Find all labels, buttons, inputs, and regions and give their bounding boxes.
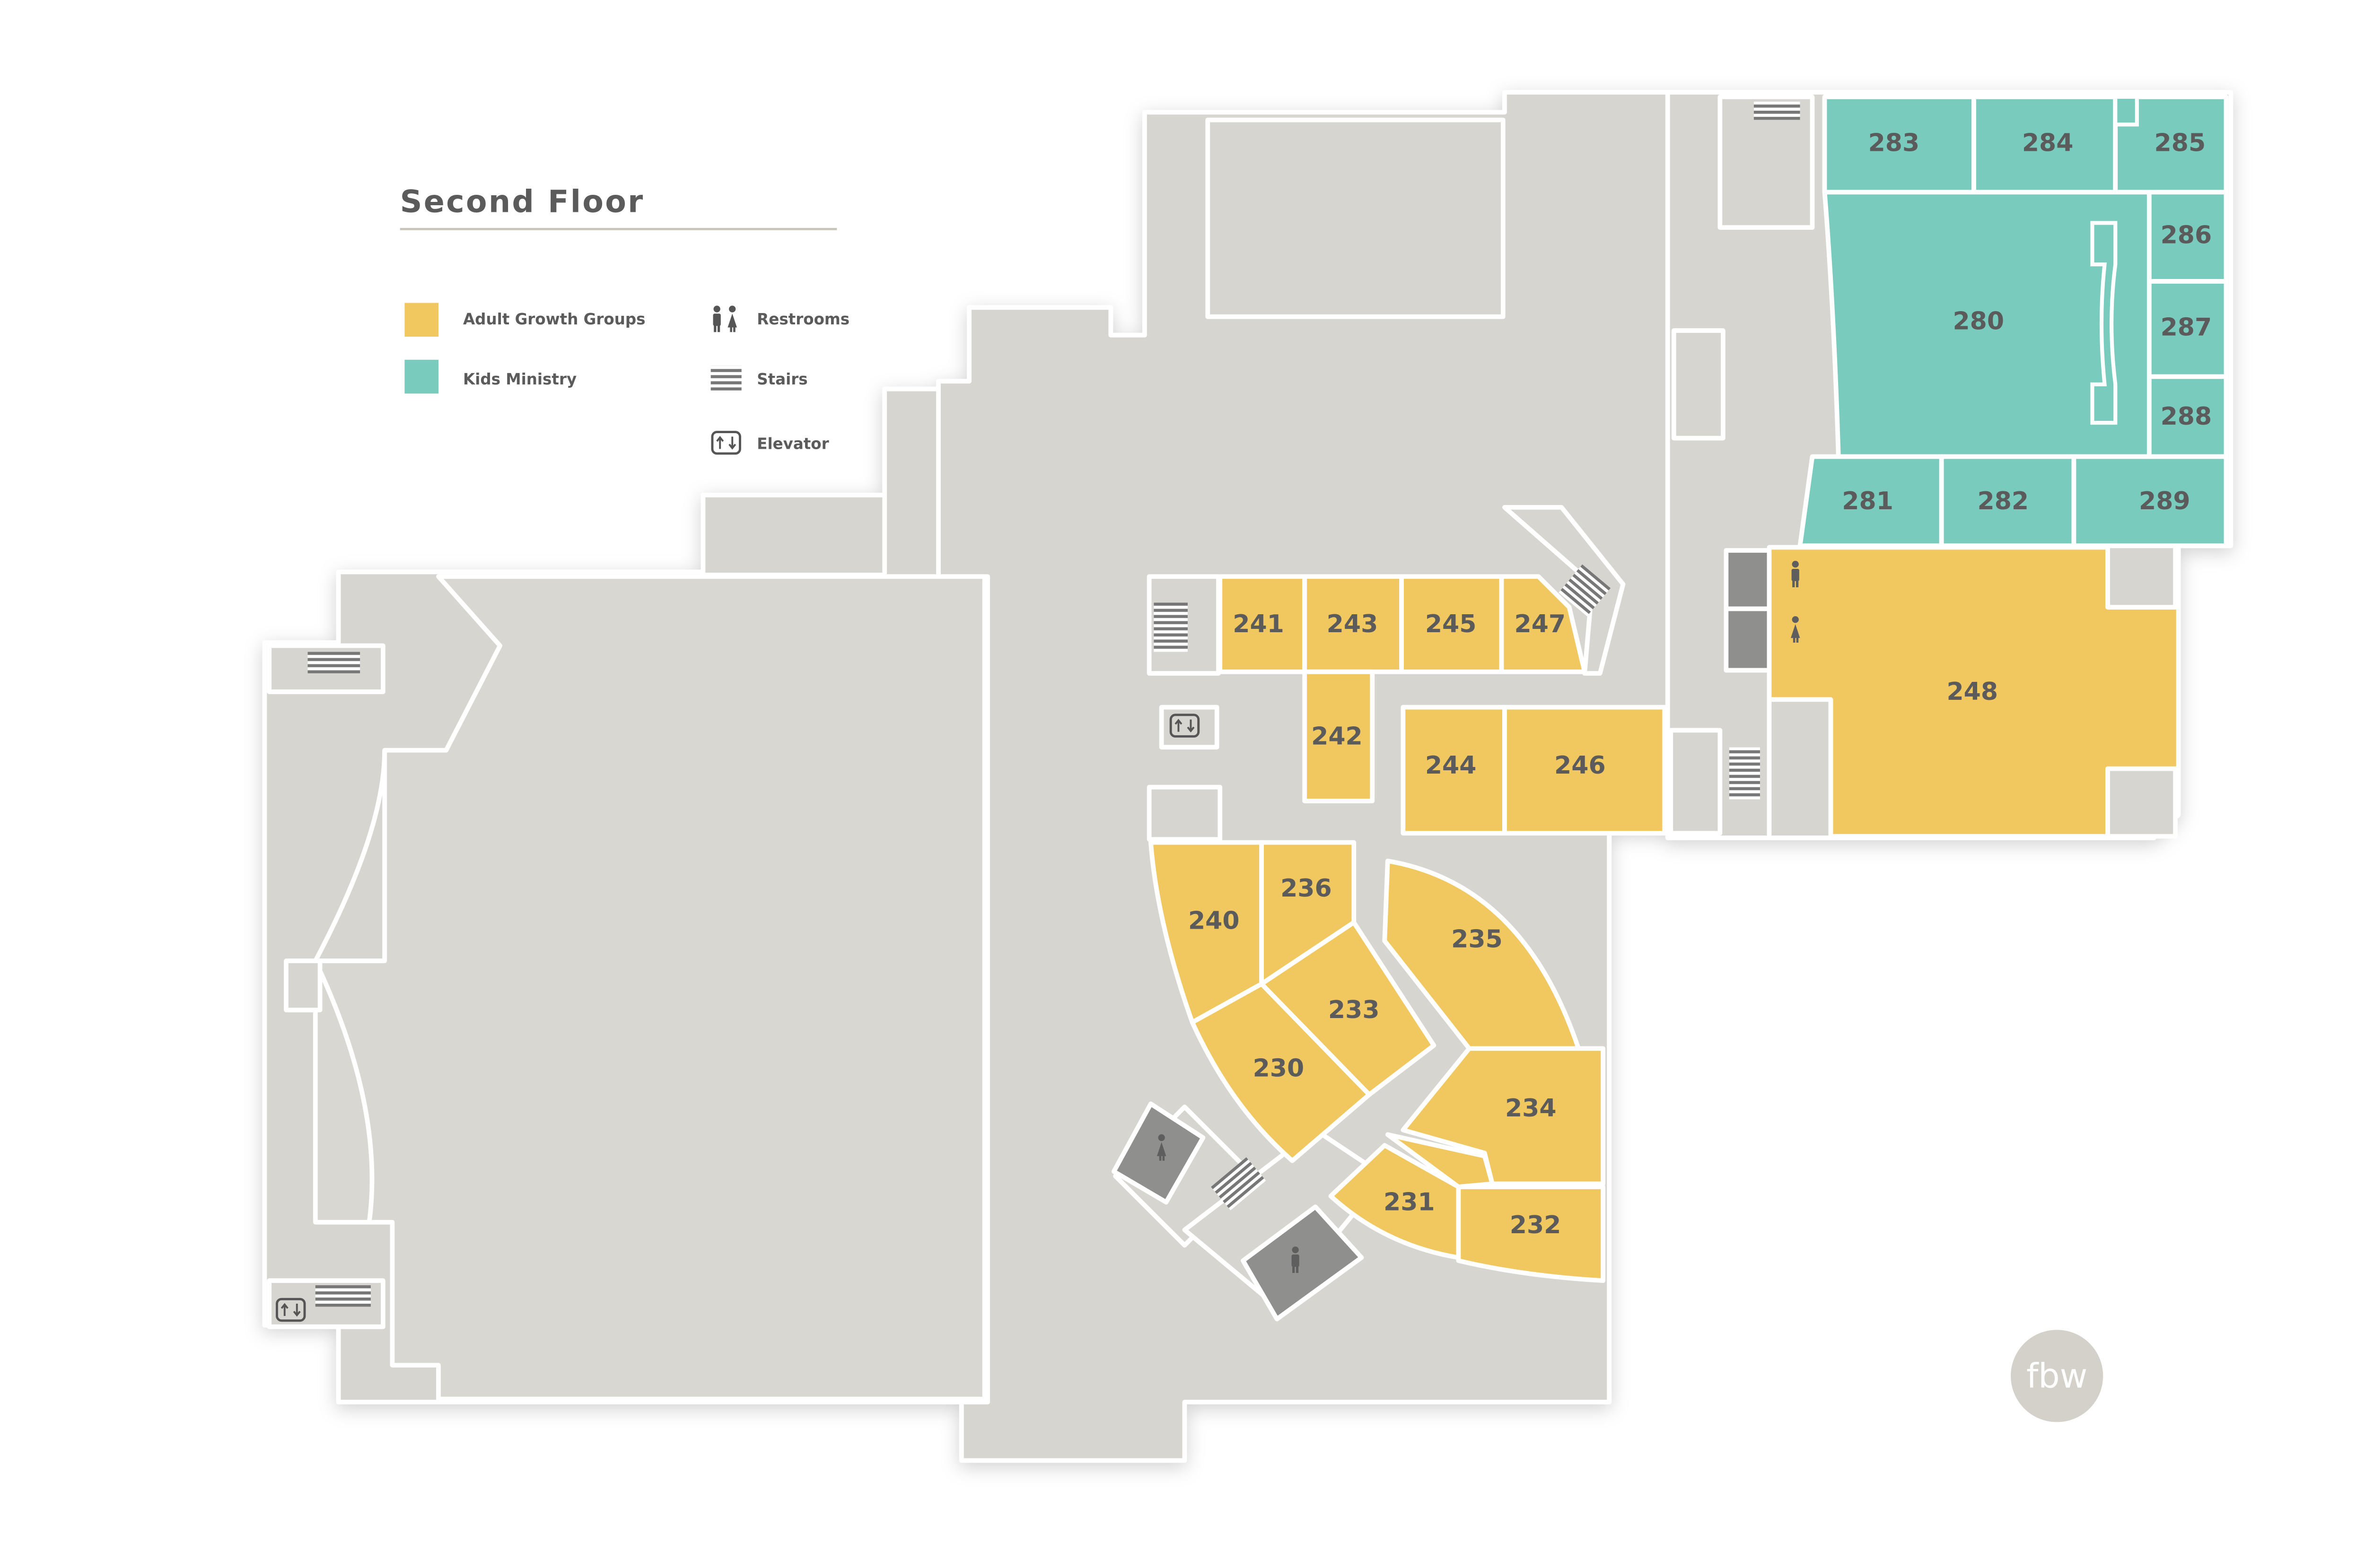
- room-288-label: 288: [2161, 402, 2212, 431]
- room-248[interactable]: [1767, 545, 2181, 839]
- adult-rooms: [1148, 545, 2181, 1283]
- legend-elevator-label: Elevator: [757, 435, 829, 453]
- legend-kids-label: Kids Ministry: [463, 370, 577, 388]
- legend-kids-swatch: [404, 359, 438, 394]
- restroom-people-icon: [713, 305, 737, 332]
- room-287[interactable]: [2146, 279, 2229, 379]
- legend-panel: Second Floor Adult Growth Groups Kids Mi…: [400, 184, 850, 455]
- room-287-label: 287: [2161, 314, 2212, 342]
- room-248-label: 248: [1946, 678, 1998, 706]
- room-235-label: 235: [1451, 925, 1503, 954]
- legend-adult-label: Adult Growth Groups: [463, 310, 645, 328]
- restroom-people-icon: [1790, 616, 1800, 643]
- room-234-annex[interactable]: [1385, 1132, 1495, 1189]
- stairs-icon: [1154, 602, 1188, 652]
- logo-text: fbw: [2026, 1356, 2087, 1395]
- restroom-icons: [1156, 561, 1800, 1273]
- stage-curve-2: [313, 750, 387, 962]
- restroom-people-icon: [1156, 1134, 1166, 1161]
- elevator-icon: [1169, 714, 1200, 738]
- room-230-label: 230: [1253, 1054, 1305, 1083]
- room-241[interactable]: [1218, 574, 1307, 674]
- room-245-label: 245: [1425, 610, 1477, 638]
- restroom-people-icon: [1291, 1246, 1299, 1273]
- stairs-icon: [710, 366, 742, 391]
- stairs-icon: [1559, 564, 1611, 617]
- east-closet: [1671, 328, 1726, 441]
- room-285-label: 285: [2155, 129, 2206, 157]
- east-closet-2: [1668, 728, 1723, 836]
- stairs-icon: [1753, 101, 1800, 120]
- east-vestibule: [1767, 697, 1833, 840]
- room-242-label: 242: [1311, 722, 1363, 750]
- room-247[interactable]: [1499, 574, 1587, 674]
- east-storage-2: [2105, 766, 2178, 839]
- stage-platform: [2090, 221, 2118, 425]
- logo-circle: [2011, 1330, 2103, 1422]
- room-232[interactable]: [1456, 1185, 1606, 1283]
- room-289-label: 289: [2139, 487, 2190, 515]
- room-281-label: 281: [1842, 487, 1893, 515]
- room-244[interactable]: [1401, 705, 1507, 836]
- stairs-icon: [307, 652, 360, 674]
- stairs-icon: [1211, 1157, 1266, 1211]
- room-289[interactable]: [2071, 454, 2229, 549]
- room-234-label: 234: [1505, 1094, 1557, 1123]
- room-233-label: 233: [1328, 996, 1380, 1024]
- room-232-label: 232: [1510, 1211, 1561, 1239]
- north-annex: [701, 493, 890, 577]
- legend-restrooms-label: Restrooms: [757, 310, 850, 328]
- stage-curve: [313, 959, 375, 1223]
- room-235[interactable]: [1382, 858, 1581, 1051]
- legend-adult-swatch: [404, 303, 438, 337]
- restroom-south-2: [1241, 1204, 1364, 1322]
- room-284-label: 284: [2022, 129, 2074, 157]
- stairs-icon: [315, 1285, 371, 1307]
- stage-box: [284, 958, 323, 1012]
- room-282[interactable]: [1939, 454, 2076, 549]
- east-storage: [2105, 543, 2178, 610]
- legend-stairs-label: Stairs: [757, 370, 807, 388]
- south-core: [1111, 1101, 1387, 1322]
- room-244-label: 244: [1425, 751, 1477, 780]
- page-title: Second Floor: [400, 184, 645, 220]
- sanctuary-floor: [313, 574, 987, 1402]
- room-282-label: 282: [1978, 487, 2029, 515]
- room-246-label: 246: [1554, 751, 1606, 780]
- room-242[interactable]: [1302, 669, 1375, 803]
- upper-hall: [1205, 117, 1506, 319]
- room-labels: 241 243 245 247 242 244 246 248 240 236 …: [1188, 129, 2212, 1239]
- central-core: [1147, 505, 1626, 842]
- room-280[interactable]: [1822, 190, 2152, 459]
- room-280-label: 280: [1953, 307, 2004, 336]
- restroom-people-icon: [1791, 561, 1799, 587]
- room-240-label: 240: [1188, 906, 1240, 935]
- fbw-logo: fbw: [2011, 1330, 2103, 1422]
- north-annex-2: [882, 386, 949, 579]
- room-243-label: 243: [1327, 610, 1378, 638]
- room-231-label: 231: [1384, 1188, 1435, 1216]
- west-stage-walls: [267, 574, 987, 1402]
- room-245[interactable]: [1399, 574, 1504, 674]
- room-283-label: 283: [1868, 129, 1920, 157]
- elevator-icon: [276, 1298, 306, 1322]
- room-286-label: 286: [2161, 221, 2212, 249]
- closet-285: [2113, 95, 2139, 127]
- room-241-label: 241: [1233, 610, 1284, 638]
- kids-rooms: [1797, 94, 2229, 549]
- room-247-label: 247: [1515, 610, 1566, 638]
- room-236-label: 236: [1280, 874, 1332, 903]
- room-230[interactable]: [1190, 981, 1372, 1163]
- stairs-icon: [1729, 747, 1760, 800]
- central-closet: [1147, 784, 1223, 842]
- elevator-icon: [711, 431, 741, 455]
- room-246[interactable]: [1502, 705, 1667, 836]
